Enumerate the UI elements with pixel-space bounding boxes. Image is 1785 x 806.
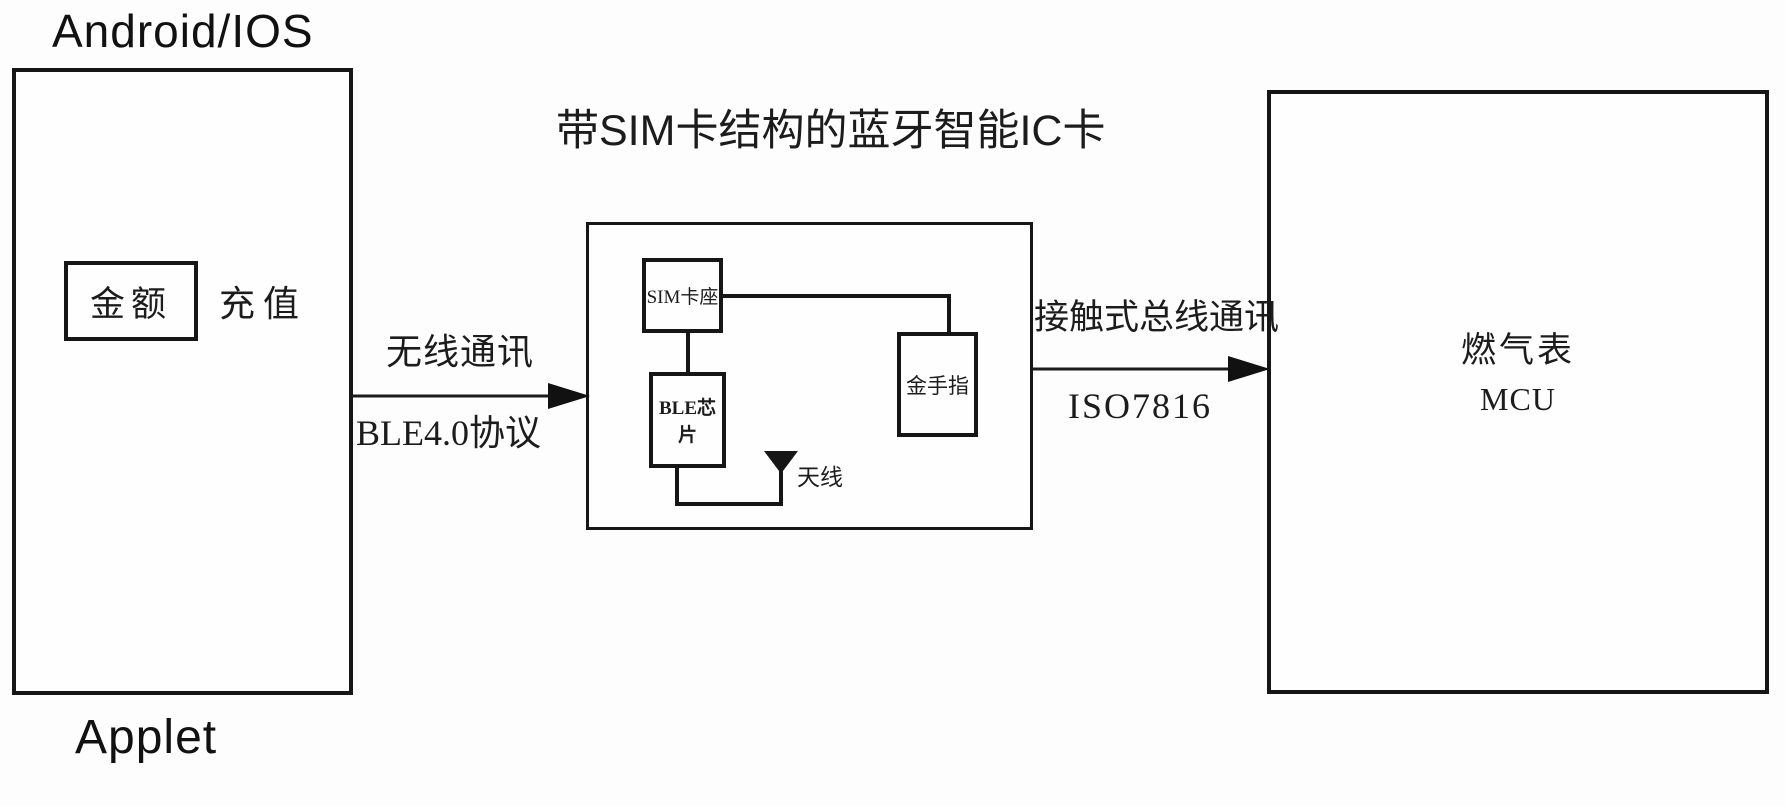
gas-meter-label: 燃气表	[1460, 331, 1575, 370]
ic-card-title: 带SIM卡结构的蓝牙智能IC卡	[556, 107, 1106, 155]
sim-holder-box: SIM卡座	[642, 258, 723, 333]
gold-finger-box: 金手指	[897, 332, 978, 437]
contact-bus-comm-label: 接触式总线通讯	[1034, 298, 1280, 337]
applet-label: Applet	[75, 711, 218, 764]
recharge-label: 充值	[219, 284, 308, 324]
ble-chip-box: BLE芯片	[649, 372, 726, 468]
gas-meter-box: 燃气表 MCU	[1267, 90, 1769, 694]
antenna-label: 天线	[797, 465, 843, 490]
iso7816-label: ISO7816	[1068, 386, 1213, 426]
wireless-comm-label: 无线通讯	[386, 332, 535, 372]
phone-os-label: Android/IOS	[52, 5, 314, 57]
phone-box	[12, 68, 353, 695]
contact-bus-arrow	[1033, 356, 1270, 382]
ble-protocol-label: BLE4.0协议	[356, 413, 541, 453]
gas-meter-text: 燃气表 MCU	[1461, 322, 1575, 418]
mcu-label: MCU	[1480, 381, 1556, 417]
amount-box: 金额	[64, 261, 198, 341]
